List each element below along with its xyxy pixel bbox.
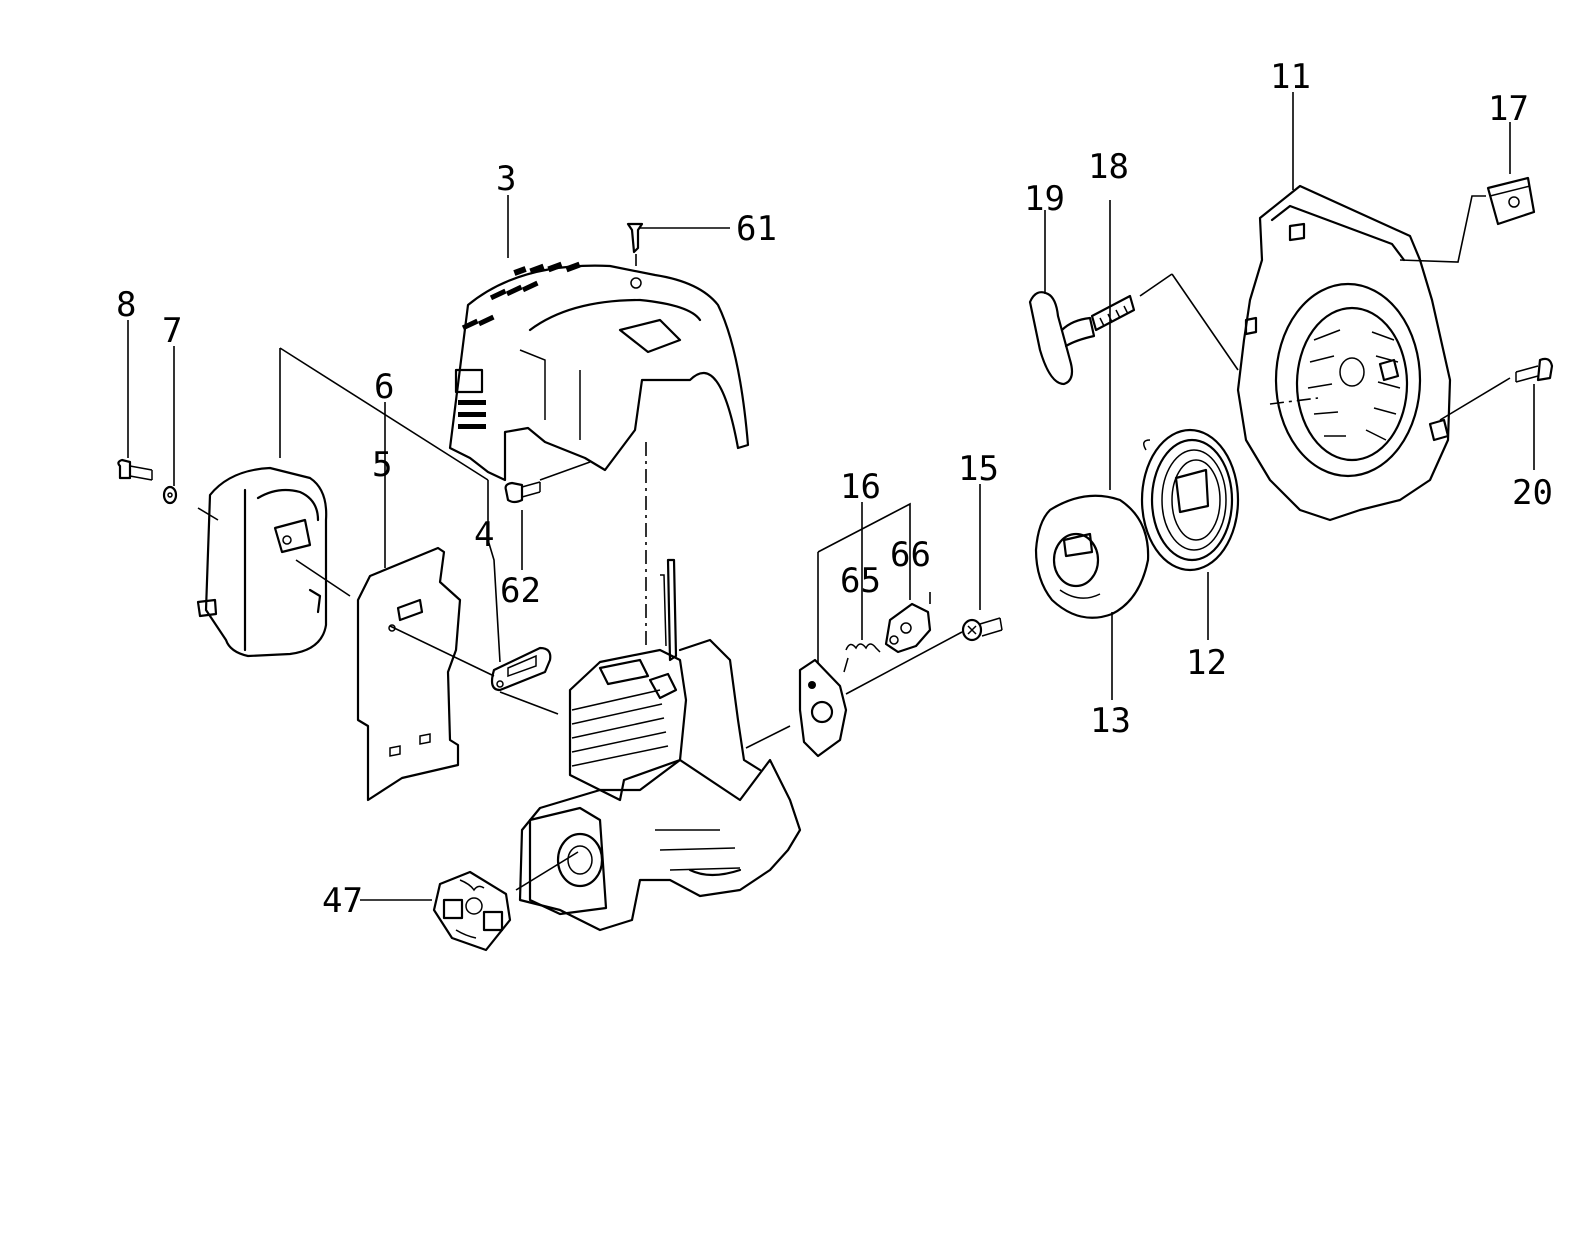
callout-12: 12 [1186,643,1227,683]
fan-housing [1236,184,1452,522]
spring-65 [843,643,881,673]
callout-18: 18 [1088,147,1129,187]
engine-block [518,558,802,932]
callout-61: 61 [736,209,777,249]
callout-62: 62 [500,571,541,611]
callout-15: 15 [958,449,999,489]
callout-6: 6 [374,367,394,407]
callout-8: 8 [116,285,136,325]
heat-shield-plate [356,546,462,802]
callout-47: 47 [322,881,363,921]
screw-15 [961,617,1003,642]
ignition-unit [798,658,848,758]
screw-61 [626,222,644,254]
callout-5: 5 [372,445,392,485]
washer-7 [162,485,178,505]
clutch-assembly [432,870,512,952]
callouts: 3 4 5 6 7 8 11 12 13 15 16 17 18 19 20 4… [116,57,1553,921]
rope-bushing [1090,294,1136,332]
starter-handle [1028,291,1096,386]
callout-20: 20 [1512,473,1553,513]
callout-65: 65 [840,561,881,601]
callout-13: 13 [1090,701,1131,741]
callout-19: 19 [1024,179,1065,219]
bolt-20 [1515,357,1554,383]
leader-lines [127,92,1535,901]
muffler [196,466,328,658]
bolt-62 [504,481,541,504]
callout-7: 7 [162,311,182,351]
callout-11: 11 [1270,57,1311,97]
callout-16: 16 [840,467,881,507]
starter-reel [1034,494,1150,619]
callout-17: 17 [1488,89,1529,129]
callout-66: 66 [890,535,931,575]
recoil-spring [1140,428,1240,572]
pawl-66 [884,602,932,654]
cap-17 [1486,176,1536,226]
engine-top-cover [448,261,750,482]
bolt-8 [117,458,153,481]
callout-4: 4 [474,515,494,555]
callout-3: 3 [496,159,516,199]
muffler-gasket [490,646,552,692]
